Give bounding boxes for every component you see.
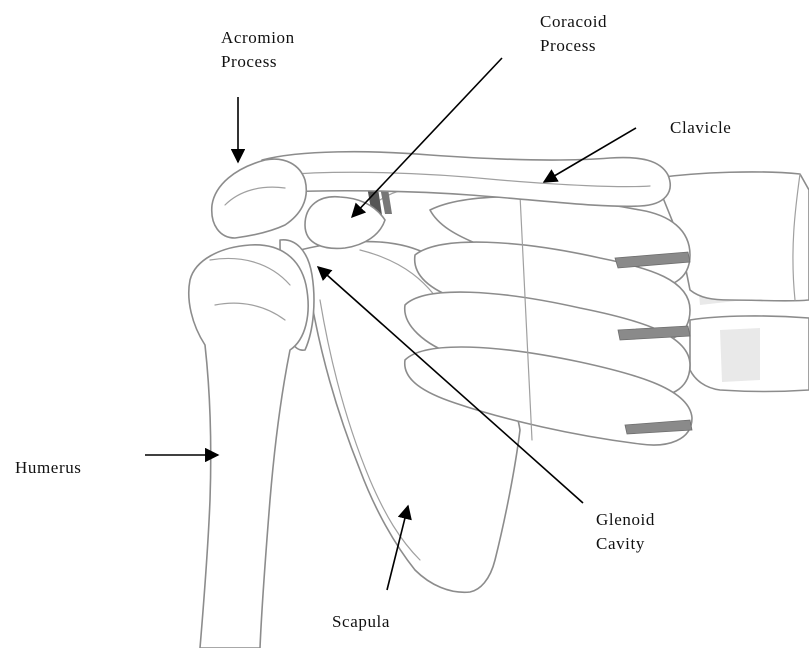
humerus-label: Humerus [15, 456, 82, 480]
scapula-label: Scapula [332, 610, 390, 634]
clavicle [260, 152, 671, 207]
acromion [212, 159, 307, 238]
glenoid-label-line-2: Cavity [596, 532, 655, 556]
humerus [189, 245, 308, 648]
acromion-process-label: Acromion Process [221, 26, 295, 74]
acromion-label-line-1: Acromion [221, 26, 295, 50]
acromion-label-line-2: Process [221, 50, 295, 74]
humerus-label-text: Humerus [15, 456, 82, 480]
glenoid-label-line-1: Glenoid [596, 508, 655, 532]
coracoid-label-line-1: Coracoid [540, 10, 607, 34]
scapula-label-text: Scapula [332, 610, 390, 634]
coracoid-label-line-2: Process [540, 34, 607, 58]
glenoid-cavity-label: Glenoid Cavity [596, 508, 655, 556]
clavicle-label-text: Clavicle [670, 116, 731, 140]
clavicle-label: Clavicle [670, 116, 731, 140]
coracoid-process-label: Coracoid Process [540, 10, 607, 58]
